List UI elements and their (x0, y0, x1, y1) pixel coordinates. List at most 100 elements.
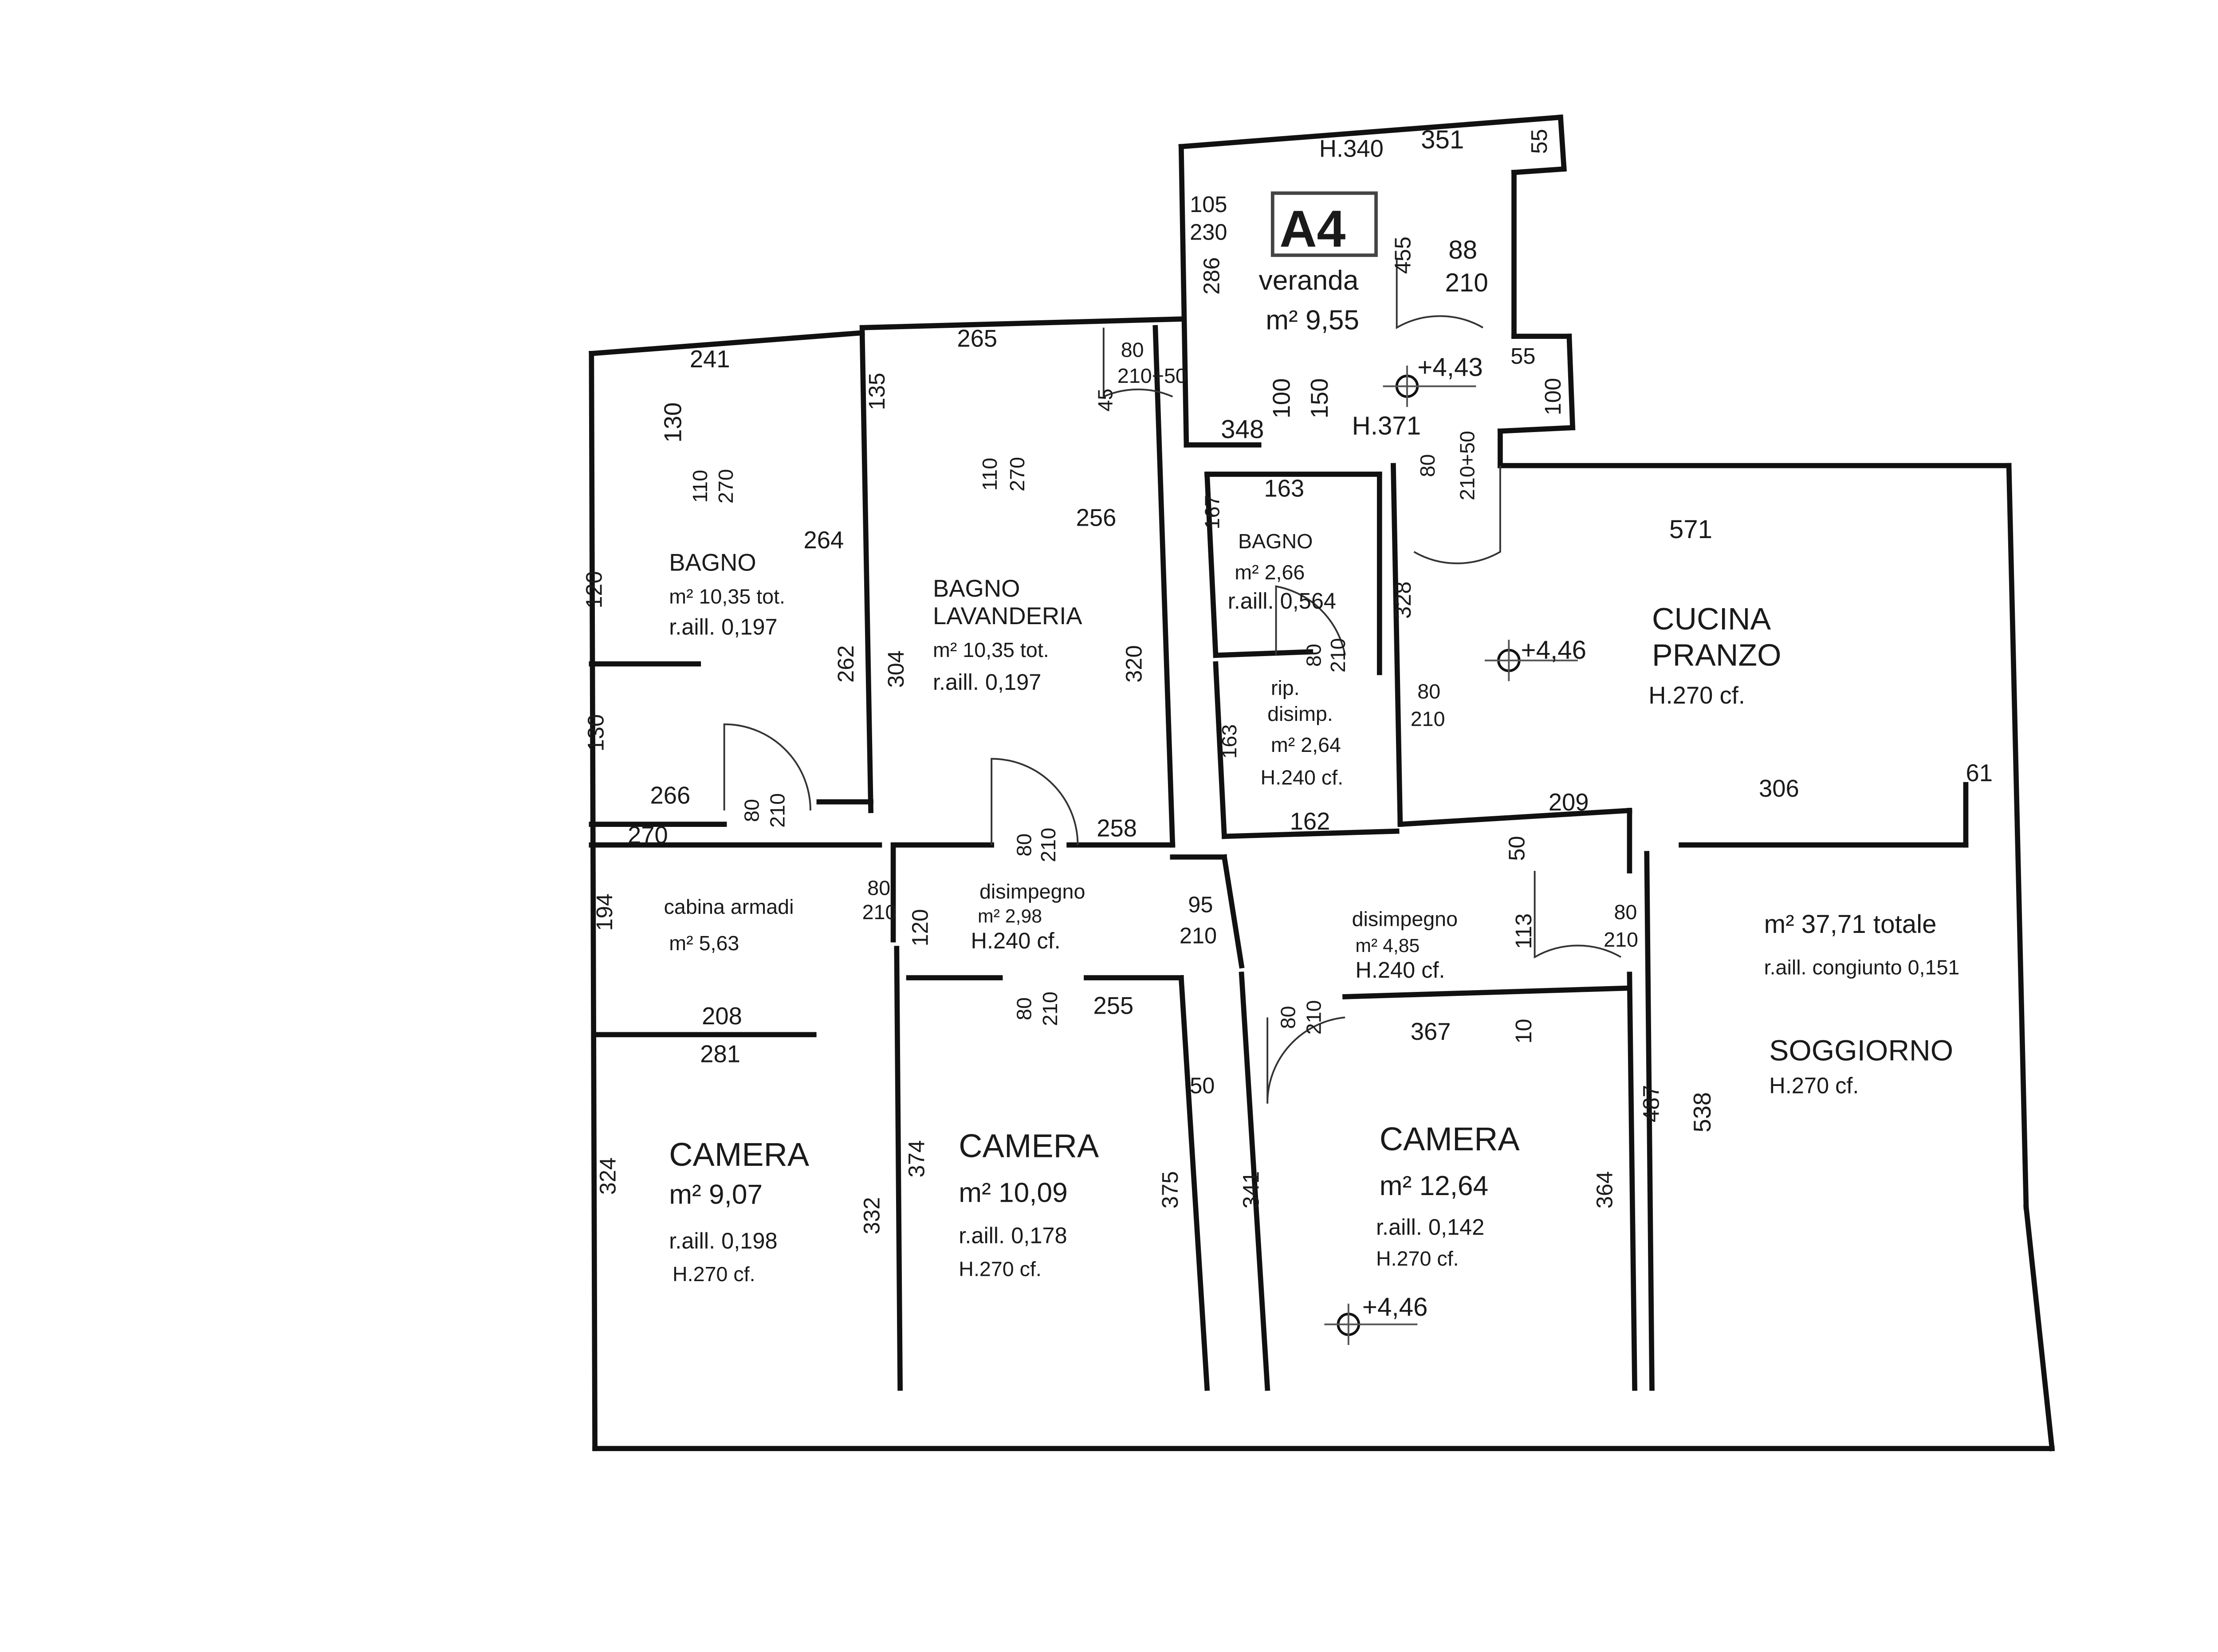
room-name-label: cabina armadi (664, 895, 794, 918)
dim-label: 80 (1121, 338, 1144, 362)
door-swing (1275, 585, 1346, 656)
room-name-label: disimp. (1267, 702, 1333, 725)
height-label: H.240 cf. (971, 928, 1061, 953)
dim-label: 324 (595, 1157, 621, 1195)
wall (2023, 1204, 2055, 1451)
dim-label: 375 (1157, 1171, 1183, 1208)
unit-code-box (1270, 191, 1378, 257)
room-name-label: BAGNO (669, 549, 756, 576)
dim-label: 348 (1221, 415, 1264, 444)
dim-label: 256 (1076, 504, 1117, 531)
level-markers (1324, 366, 1578, 1345)
dim-label: 538 (1689, 1092, 1716, 1133)
height-label: H.270 cf. (1376, 1247, 1459, 1270)
height-label: H.371 (1352, 412, 1421, 441)
dim-label: 55 (1510, 343, 1535, 369)
dim-label: 95 (1188, 892, 1213, 917)
room-name-label: CUCINA (1652, 602, 1771, 636)
door-swing (1396, 259, 1483, 329)
height-label: H.270 cf. (1769, 1073, 1859, 1098)
dim-label: 88 (1448, 236, 1477, 264)
dim-label: 130 (659, 402, 686, 443)
dim-label: 105 (1190, 192, 1227, 217)
room-ratio-label: r.aill. 0,197 (669, 614, 777, 640)
unit-code-label: A4 (1279, 200, 1345, 258)
wall (2006, 463, 2029, 1210)
room-area-label: m² 10,35 tot. (669, 585, 785, 608)
room-name-label: rip. (1271, 677, 1300, 700)
dim-label: 194 (592, 893, 617, 931)
dim-label: 80 (1417, 680, 1440, 703)
dim-label: 270 (1006, 457, 1029, 492)
dim-label: 210 (766, 793, 789, 828)
dim-label: 210 (1445, 268, 1488, 297)
dim-label: 167 (1200, 495, 1223, 530)
wall (1178, 975, 1210, 1391)
room-name-label: PRANZO (1652, 637, 1781, 672)
dim-label: 10 (1511, 1019, 1536, 1043)
level-label: +4,43 (1417, 353, 1483, 382)
door-swing (723, 723, 811, 811)
dim-label: 135 (864, 373, 889, 410)
room-name-label: BAGNO (1238, 530, 1313, 553)
dim-label: 45 (1093, 389, 1117, 412)
wall (1557, 114, 1567, 172)
dim-label: 80 (1013, 834, 1036, 857)
dim-label: H.340 (1319, 135, 1384, 162)
dim-label: 286 (1199, 257, 1224, 295)
wall (1239, 972, 1270, 1391)
dim-label: 281 (700, 1041, 740, 1068)
room-area-label: m² 5,63 (669, 932, 739, 955)
room-name-label: CAMERA (959, 1127, 1099, 1164)
wall (1178, 144, 1189, 448)
room-area-label: m² 12,64 (1380, 1171, 1488, 1201)
wall (1390, 463, 1403, 827)
walls (589, 114, 2055, 1451)
wall (1566, 333, 1576, 431)
wall (1627, 972, 1638, 1391)
wall (1204, 471, 1219, 658)
wall (1511, 166, 1567, 175)
room-area-label: m² 9,55 (1266, 305, 1359, 335)
level-marker-line (1484, 640, 1578, 681)
dim-label: 210+50 (1456, 431, 1479, 500)
room-name-label: CAMERA (669, 1136, 810, 1173)
door-swing (991, 758, 1079, 845)
dim-label: 304 (883, 650, 908, 688)
dim-label: 262 (833, 645, 858, 682)
dim-label: 351 (1421, 125, 1464, 154)
room-area-label: m² 37,71 totale (1764, 910, 1937, 939)
dim-label: 80 (740, 799, 763, 822)
dim-label: 374 (904, 1140, 929, 1177)
dim-label: 80 (1614, 901, 1637, 924)
dim-label: 210 (1038, 991, 1062, 1026)
dim-label: 80 (867, 876, 890, 899)
wall (894, 946, 903, 1391)
room-area-label: m² 2,64 (1271, 733, 1341, 756)
dim-label: 571 (1669, 515, 1712, 544)
dim-label: 264 (803, 527, 844, 554)
room-ratio-label: r.aill. congiunto 0,151 (1764, 956, 1960, 979)
wall (589, 351, 598, 1451)
dim-label: 55 (1526, 129, 1552, 154)
dim-label: 100 (1540, 378, 1565, 415)
dim-label: 241 (690, 346, 730, 373)
door-swing (1102, 327, 1173, 398)
dim-label: 80 (1013, 997, 1036, 1020)
dim-label: 100 (1268, 378, 1295, 419)
dim-label: 50 (1504, 836, 1529, 861)
wall (1497, 425, 1576, 434)
wall (1213, 649, 1313, 658)
room-ratio-label: r.aill. 0,564 (1228, 588, 1336, 614)
room-area-label: m² 2,98 (978, 906, 1042, 927)
dim-label: 266 (650, 782, 690, 809)
dim-label: 332 (859, 1197, 884, 1234)
room-ratio-label: r.aill. 0,178 (959, 1223, 1067, 1248)
dim-label: 230 (1190, 219, 1227, 244)
room-name-label: disimpegno (979, 880, 1085, 903)
dim-label: 210 (862, 901, 897, 924)
door-swing (1413, 465, 1501, 564)
dim-label: 270 (628, 822, 668, 849)
room-area-label: m² 10,09 (959, 1177, 1067, 1208)
